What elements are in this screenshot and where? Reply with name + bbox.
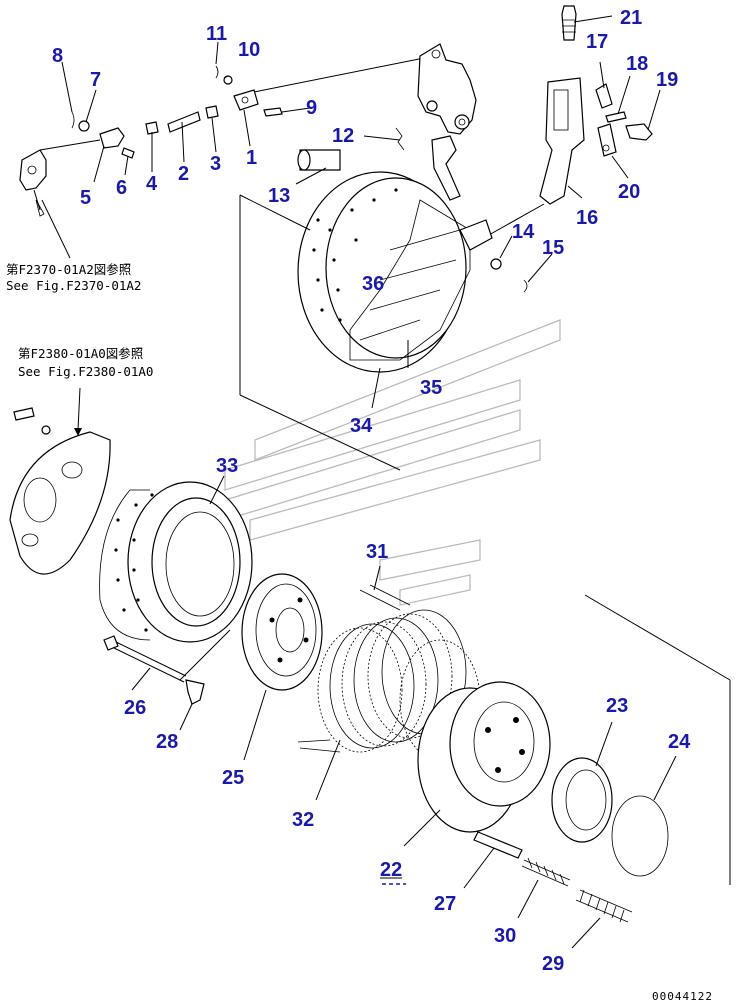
callout-numbers: 1 2 3 4 5 6 7 8 9 10 11 12 13 14 15 16 1… [52, 7, 691, 975]
reference-note-1-en: See Fig.F2370-01A2 [6, 278, 141, 293]
snap-ring [611, 795, 669, 877]
callout-20: 20 [618, 181, 640, 203]
callout-17: 17 [586, 31, 608, 53]
callout-3: 3 [210, 153, 221, 175]
adjusting-rod [479, 5, 653, 241]
callout-5: 5 [80, 187, 91, 209]
watermark-logo [224, 319, 561, 606]
callout-15: 15 [542, 237, 564, 259]
reference-note-1-jp: 第F2370-01A2図参照 [6, 262, 131, 277]
callout-33: 33 [216, 455, 238, 477]
callout-10: 10 [238, 39, 260, 61]
hub-plate [241, 573, 323, 691]
callout-23: 23 [606, 695, 628, 717]
callout-1: 1 [246, 147, 257, 169]
link-assembly-left [19, 57, 425, 217]
callout-8: 8 [52, 45, 63, 67]
callout-9: 9 [306, 97, 317, 119]
ref-arrow-1 [41, 199, 71, 259]
callout-32: 32 [292, 809, 314, 831]
callout-22: 22 [380, 859, 402, 881]
callout-26: 26 [124, 697, 146, 719]
callout-29: 29 [542, 953, 564, 975]
long-bolt-and-lock [103, 629, 231, 705]
reference-note-2-jp: 第F2380-01A0図参照 [18, 346, 143, 361]
leader-lines [61, 15, 677, 949]
callout-21: 21 [620, 7, 642, 29]
callout-24: 24 [668, 731, 691, 753]
pin-and-springs [473, 831, 633, 923]
clutch-hub [417, 681, 551, 833]
callout-12: 12 [332, 125, 354, 147]
callout-27: 27 [434, 893, 456, 915]
callout-6: 6 [116, 177, 127, 199]
callout-16: 16 [576, 207, 598, 229]
end-cover-plate [9, 407, 111, 575]
bell-crank-bracket [395, 43, 477, 201]
callout-13: 13 [268, 185, 290, 207]
guide-line-1 [584, 594, 731, 681]
callout-25: 25 [222, 767, 244, 789]
ref-arrowhead-2 [74, 428, 82, 436]
callout-36: 36 [362, 273, 384, 295]
clutch-drum [99, 481, 253, 643]
callout-28: 28 [156, 731, 178, 753]
piston [551, 757, 613, 843]
callout-34: 34 [350, 415, 373, 437]
drawing-code: 00044122 [652, 990, 713, 1003]
callout-31: 31 [366, 541, 388, 563]
reference-note-2-en: See Fig.F2380-01A0 [18, 364, 153, 379]
callout-18: 18 [626, 53, 648, 75]
brake-band-assembly [239, 149, 528, 471]
ref-arrow-2 [77, 387, 81, 431]
callout-4: 4 [146, 173, 158, 195]
callout-11: 11 [206, 23, 227, 45]
callout-35: 35 [420, 377, 442, 399]
callout-30: 30 [494, 925, 516, 947]
callout-7: 7 [90, 69, 101, 91]
callout-2: 2 [178, 163, 189, 185]
callout-14: 14 [512, 221, 535, 243]
callout-19: 19 [656, 69, 678, 91]
